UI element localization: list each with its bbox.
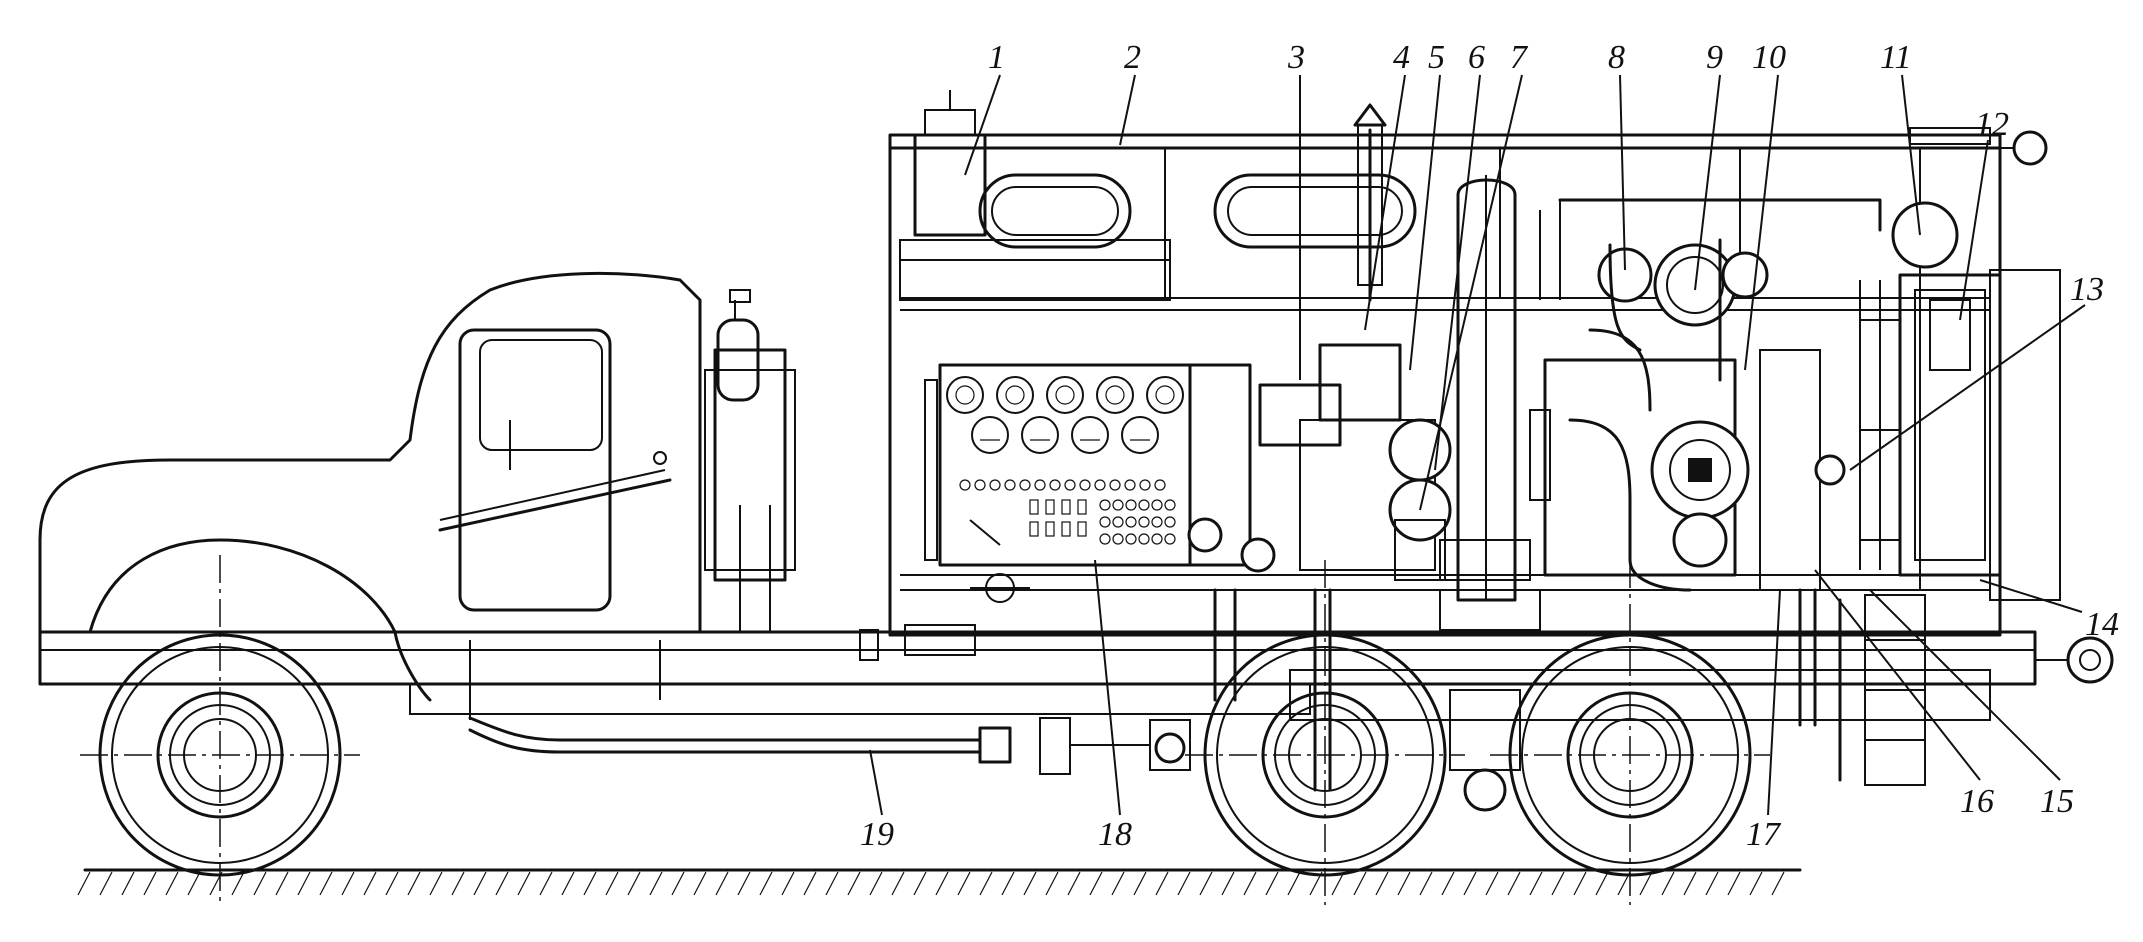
wheel-centerlines <box>80 555 1770 905</box>
drive-shafts <box>1213 588 1926 792</box>
truck-cab <box>38 271 702 702</box>
water-tank <box>899 90 1171 301</box>
callout-4: 4 <box>1393 39 1410 76</box>
van-body <box>888 127 2061 637</box>
callout-13: 13 <box>2070 271 2104 308</box>
radiator-ducts <box>978 173 1417 249</box>
callout-17: 17 <box>1746 816 1782 853</box>
callout-1: 1 <box>988 39 1005 76</box>
drive-line <box>468 589 1541 812</box>
callout-15: 15 <box>2040 783 2074 820</box>
vertical-cylinder <box>1439 175 1531 602</box>
callout-9: 9 <box>1706 39 1723 76</box>
fuel-tank <box>704 289 796 632</box>
callout-leaders <box>869 74 2086 816</box>
callout-10: 10 <box>1752 39 1786 76</box>
engine-compressor <box>1529 198 1959 592</box>
callout-7: 7 <box>1510 39 1529 76</box>
callout-18: 18 <box>1098 816 1132 853</box>
callout-16: 16 <box>1960 783 1994 820</box>
callout-11: 11 <box>1880 39 1911 76</box>
callout-8: 8 <box>1608 39 1625 76</box>
callout-2: 2 <box>1124 39 1141 76</box>
control-panel <box>924 363 1192 603</box>
tow-hitch <box>2035 636 2114 684</box>
ground <box>77 868 1802 896</box>
chassis-frame <box>38 624 2037 721</box>
callout-19: 19 <box>860 816 894 853</box>
callout-labels: 1 2 3 4 5 6 7 8 9 10 11 12 13 14 15 16 1… <box>860 39 2119 853</box>
callout-3: 3 <box>1287 39 1305 76</box>
callout-14: 14 <box>2085 606 2119 643</box>
equipment-cabinet <box>1859 273 2002 577</box>
callout-6: 6 <box>1468 39 1485 76</box>
callout-12: 12 <box>1975 106 2009 143</box>
callout-5: 5 <box>1428 39 1445 76</box>
